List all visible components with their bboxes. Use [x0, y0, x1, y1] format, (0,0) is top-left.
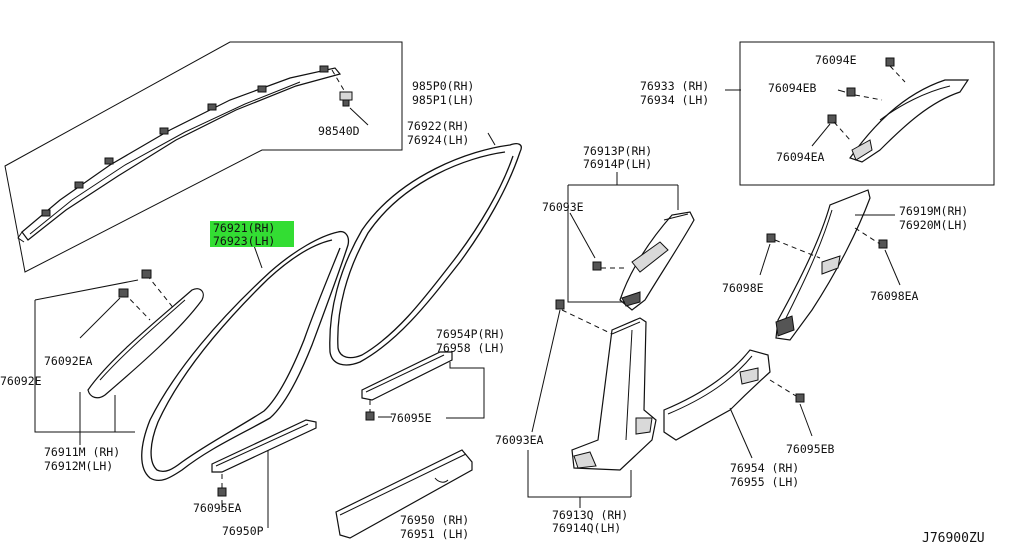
label-rear-pillar-rh: 76933 (RH)	[640, 79, 709, 93]
label-rear-kick-rh: 76954 (RH)	[730, 461, 799, 475]
rear-pillar-lower: 76919M(RH) 76920M(LH) 76098E 76098EA	[722, 189, 968, 341]
label-front-pillar-rh: 76911M (RH)	[44, 445, 120, 459]
label-airbag-lh: 985P1(LH)	[412, 93, 474, 107]
label-center-upper-lh: 76914P(LH)	[583, 157, 652, 171]
label-front-pillar-seal-lh: 76924(LH)	[407, 133, 469, 147]
kick-clip-icon	[217, 487, 227, 497]
front-pillar-seal: 76922(RH) 76924(LH)	[329, 119, 522, 366]
label-door-seal-lh: 76923(LH)	[213, 234, 275, 248]
label-step-lh: 76958 (LH)	[436, 341, 505, 355]
label-airbag-clip: 98540D	[318, 124, 360, 138]
center-lower-clip-icon	[555, 299, 565, 310]
airbag-group: 985P0(RH) 985P1(LH) 98540D	[4, 41, 474, 273]
label-rear-lower-rh: 76919M(RH)	[899, 204, 968, 218]
rear-pillar-group: 76933 (RH) 76934 (LH) 76094E 76094EB 760…	[640, 41, 995, 186]
center-pillar-lower: 76093EA 76913Q (RH) 76914Q(LH)	[495, 299, 657, 535]
center-upper-clip-icon	[592, 261, 602, 271]
airbag-brackets	[41, 65, 329, 217]
label-step-clip: 76095E	[390, 411, 432, 425]
label-sill-plate-rh: 76950 (RH)	[400, 513, 469, 527]
front-pillar-clip-icon	[118, 269, 152, 298]
rear-lower-clip-icons	[766, 233, 888, 249]
label-rear-kick-lh: 76955 (LH)	[730, 475, 799, 489]
airbag-clip-icon	[339, 91, 353, 107]
rear-kick-clip-icon	[795, 393, 805, 403]
highlight-door-seal	[210, 221, 294, 247]
label-front-pillar-lh: 76912M(LH)	[44, 459, 113, 473]
front-kick-plate: 76095EA 76950P	[193, 419, 317, 538]
label-center-lower-rh: 76913Q (RH)	[552, 508, 628, 522]
label-rear-pillar-lh: 76934 (LH)	[640, 93, 709, 107]
label-rear-kick-clip: 76095EB	[786, 442, 835, 456]
sill-plate: 76950 (RH) 76951 (LH)	[335, 449, 473, 541]
label-sill-plate-lh: 76951 (LH)	[400, 527, 469, 541]
label-front-pillar-clip: 76092EA	[44, 354, 93, 368]
label-rear-clip-b: 76094EB	[768, 81, 817, 95]
label-step-rh: 76954P(RH)	[436, 327, 505, 341]
diagram-code: J76900ZU	[922, 531, 985, 546]
label-center-lower-clip: 76093EA	[495, 433, 544, 447]
label-center-lower-lh: 76914Q(LH)	[552, 521, 621, 535]
label-airbag-rh: 985P0(RH)	[412, 79, 474, 93]
label-door-seal-rh: 76921(RH)	[213, 221, 275, 235]
step-clip-icon	[365, 411, 375, 421]
label-rear-clip-a: 76094E	[815, 53, 857, 67]
rear-kick-plate: 76095EB 76954 (RH) 76955 (LH)	[663, 349, 835, 489]
label-rear-clip-c: 76094EA	[776, 150, 825, 164]
front-pillar-garnish: 76092EA 76092E 76911M (RH) 76912M(LH)	[0, 269, 204, 473]
label-rear-lower-lh: 76920M(LH)	[899, 218, 968, 232]
rear-clip-icons	[827, 57, 895, 124]
label-front-pillar-seal-rh: 76922(RH)	[407, 119, 469, 133]
label-rear-lower-clip2: 76098EA	[870, 289, 919, 303]
label-center-upper-clip: 76093E	[542, 200, 584, 214]
label-center-upper-rh: 76913P(RH)	[583, 144, 652, 158]
front-step-plate: 76954P(RH) 76958 (LH) 76095E	[361, 327, 505, 425]
label-rear-lower-clip: 76098E	[722, 281, 764, 295]
door-opening-seal: 76921(RH) 76923(LH)	[141, 221, 350, 482]
label-kick-clip: 76095EA	[193, 501, 242, 515]
center-pillar-upper: 76913P(RH) 76914P(LH) 76093E	[542, 144, 695, 311]
label-kick-plate: 76950P	[222, 524, 264, 538]
label-front-pillar-clip2: 76092E	[0, 374, 42, 388]
